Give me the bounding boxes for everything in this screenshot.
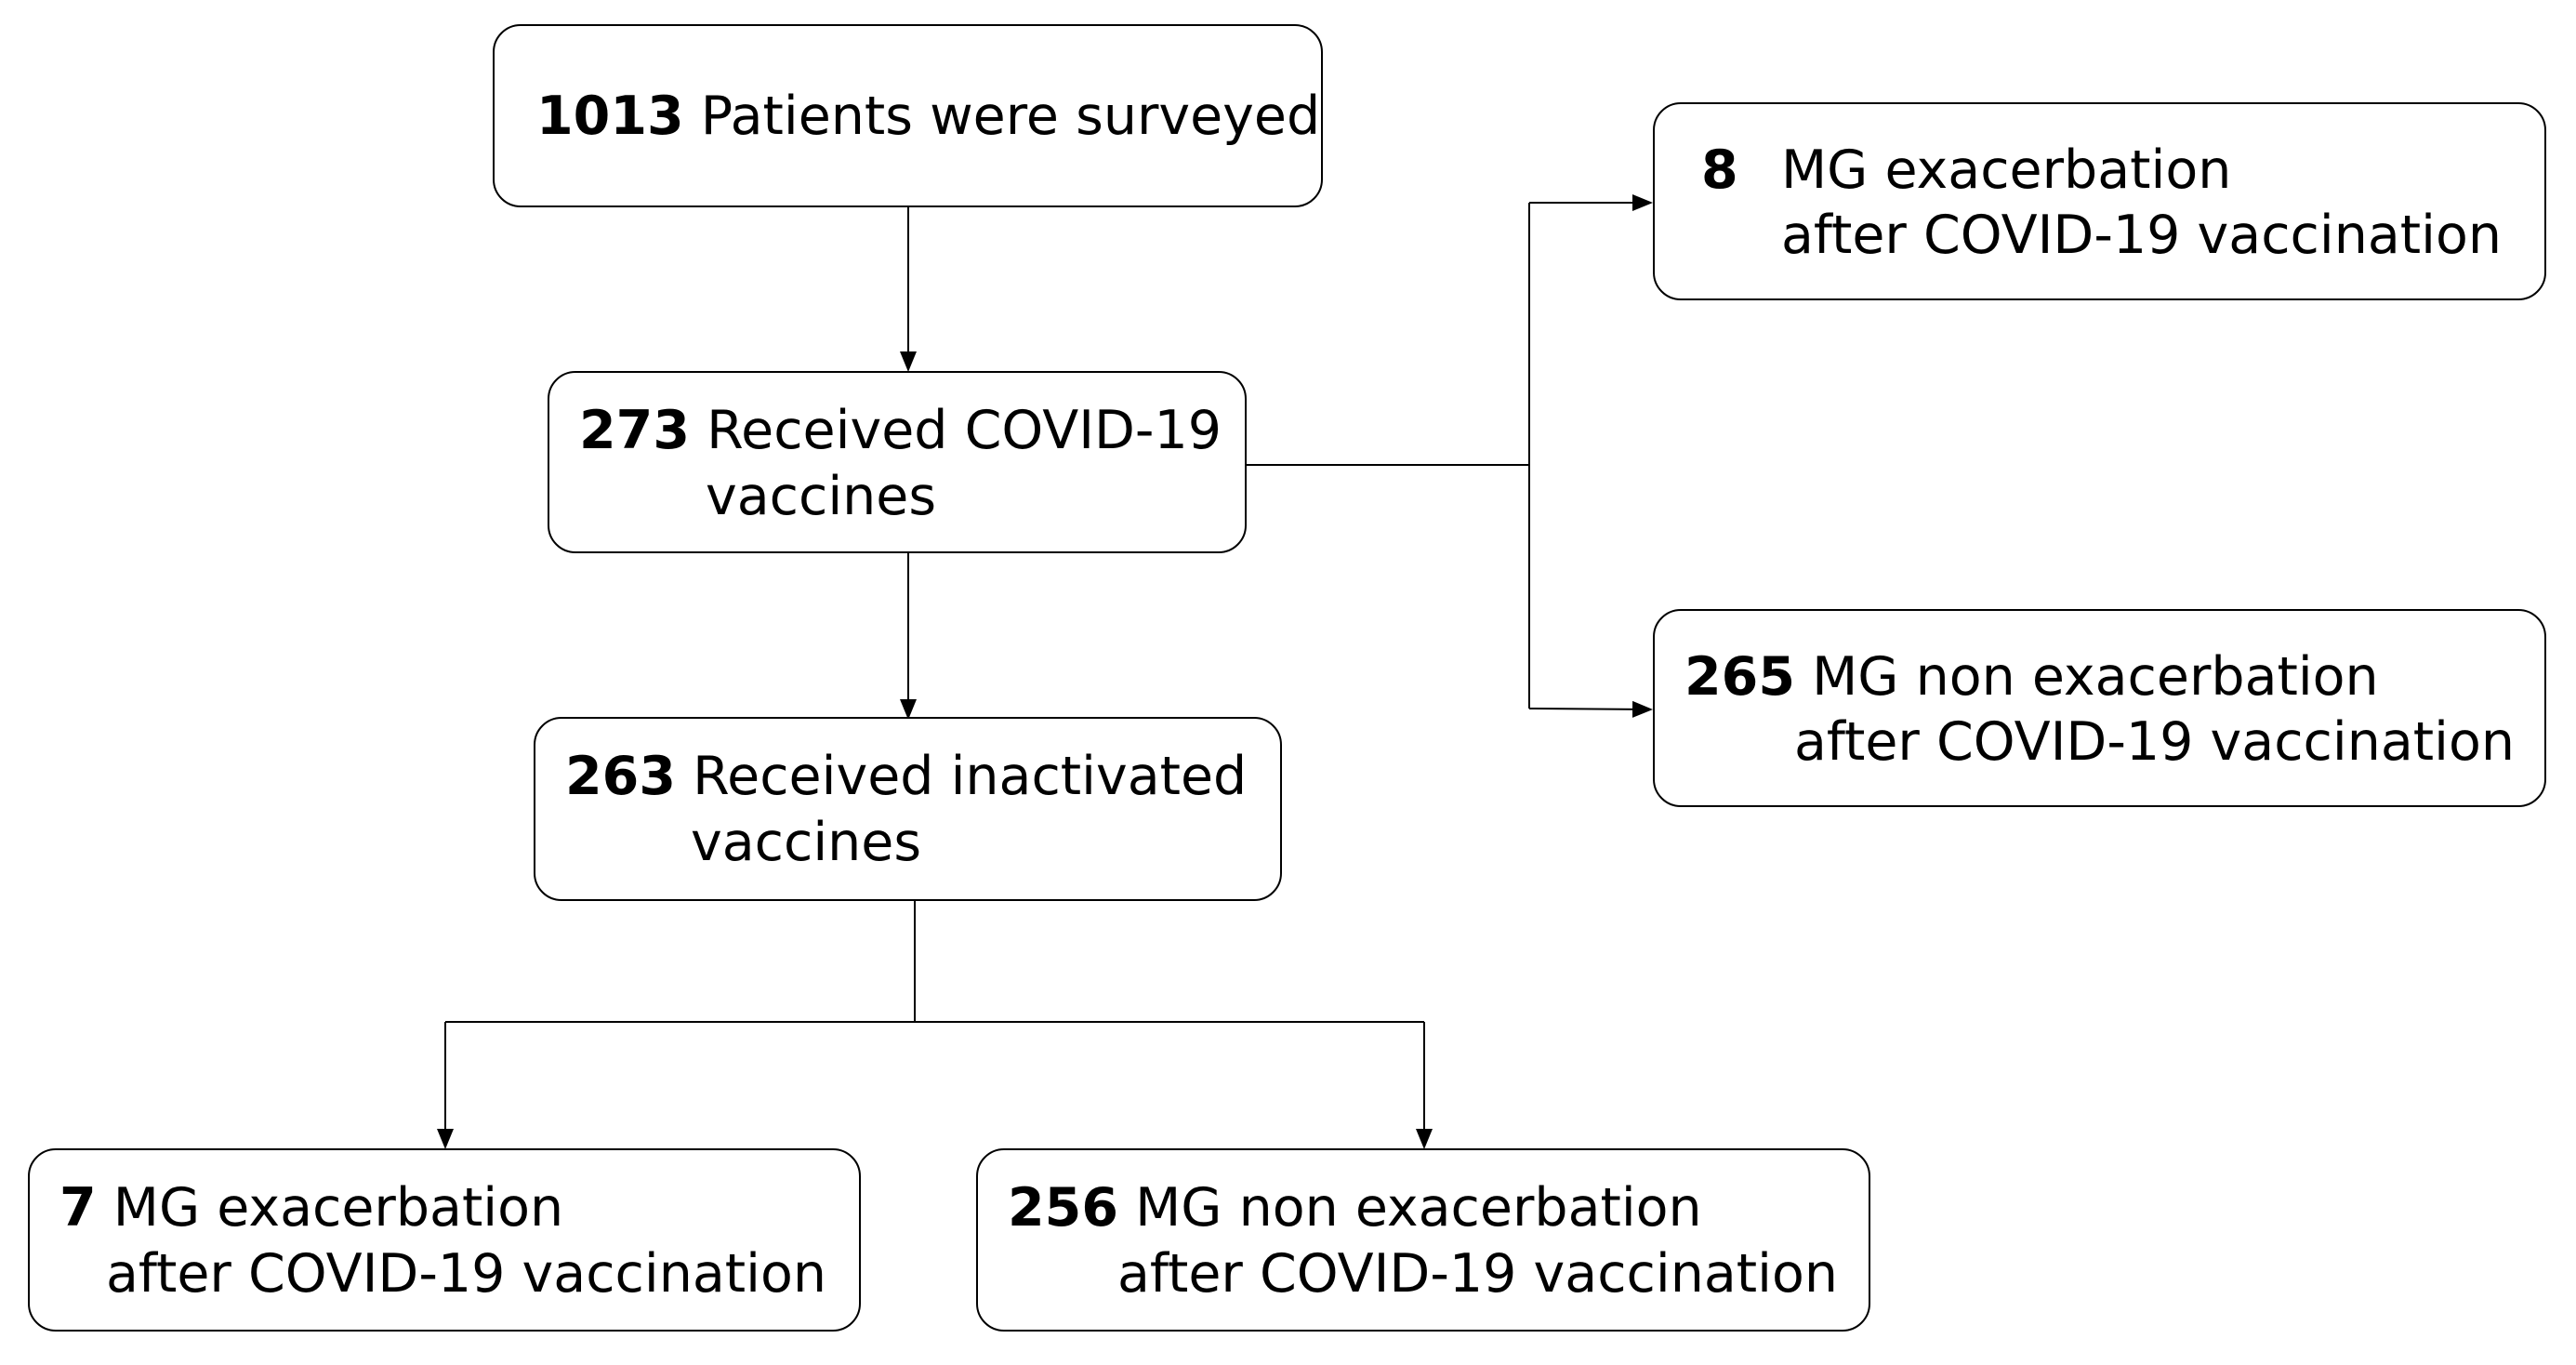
non-exacerbation-inactivated-label-line1: MG non exacerbation	[1135, 1177, 1702, 1239]
inactivated-count: 263	[565, 746, 676, 807]
inactivated-label-line2: vaccines	[691, 812, 922, 873]
non-exacerbation-inactivated-label-line2: after COVID-19 vaccination	[1117, 1243, 1838, 1305]
exacerbation-all-count: 8	[1701, 139, 1738, 201]
exacerbation-inactivated-count: 7	[59, 1177, 97, 1239]
non-exacerbation-all-label-line2: after COVID-19 vaccination	[1794, 711, 2515, 773]
box-received-line2: vaccines	[706, 464, 936, 530]
box-inactivated-line2: vaccines	[691, 810, 921, 876]
box-exacerbation-inactivated: 7 MG exacerbation after COVID-19 vaccina…	[28, 1148, 861, 1332]
box-received-line1: 273 Received COVID-19	[579, 398, 1222, 464]
box-non-exacerbation-inactivated-line2: after COVID-19 vaccination	[1117, 1241, 1838, 1307]
non-exacerbation-inactivated-count: 256	[1008, 1177, 1118, 1239]
exacerbation-inactivated-label-line1: MG exacerbation	[112, 1177, 564, 1239]
box-exacerbation-inactivated-line2: after COVID-19 vaccination	[106, 1241, 826, 1307]
box-non-exacerbation-inactivated: 256 MG non exacerbation after COVID-19 v…	[976, 1148, 1870, 1332]
box-non-exacerbation-all: 265 MG non exacerbation after COVID-19 v…	[1653, 609, 2546, 807]
surveyed-label: Patients were surveyed	[700, 86, 1321, 147]
box-exacerbation-all-line1: 8	[1701, 138, 1738, 204]
box-patients-surveyed: 1013 Patients were surveyed	[493, 24, 1323, 207]
exacerbation-inactivated-label-line2: after COVID-19 vaccination	[106, 1243, 826, 1305]
box-received-covid-vaccines: 273 Received COVID-19 vaccines	[548, 371, 1247, 553]
box-received-inactivated: 263 Received inactivated vaccines	[534, 717, 1282, 901]
box-exacerbation-all: 8 MG exacerbation after COVID-19 vaccina…	[1653, 102, 2546, 300]
box-surveyed-line1: 1013 Patients were surveyed	[536, 84, 1320, 150]
non-exacerbation-all-count: 265	[1684, 646, 1795, 708]
exacerbation-all-label-line1: MG exacerbation	[1781, 139, 2232, 201]
inactivated-label-line1: Received inactivated	[693, 746, 1248, 807]
box-exacerbation-all-line2: after COVID-19 vaccination	[1781, 203, 2502, 269]
box-inactivated-line1: 263 Received inactivated	[565, 744, 1247, 810]
exacerbation-all-label-line2: after COVID-19 vaccination	[1781, 205, 2502, 266]
surveyed-count: 1013	[536, 86, 684, 147]
box-exacerbation-inactivated-line1: 7 MG exacerbation	[59, 1175, 563, 1241]
received-label-line1: Received COVID-19	[707, 400, 1222, 461]
box-exacerbation-all-line1-label: MG exacerbation	[1781, 138, 2231, 204]
non-exacerbation-all-label-line1: MG non exacerbation	[1812, 646, 2379, 708]
box-non-exacerbation-all-line2: after COVID-19 vaccination	[1794, 709, 2515, 775]
received-label-line2: vaccines	[706, 466, 937, 527]
box-non-exacerbation-all-line1: 265 MG non exacerbation	[1684, 644, 2379, 710]
received-count: 273	[579, 400, 690, 461]
box-non-exacerbation-inactivated-line1: 256 MG non exacerbation	[1008, 1175, 1702, 1241]
